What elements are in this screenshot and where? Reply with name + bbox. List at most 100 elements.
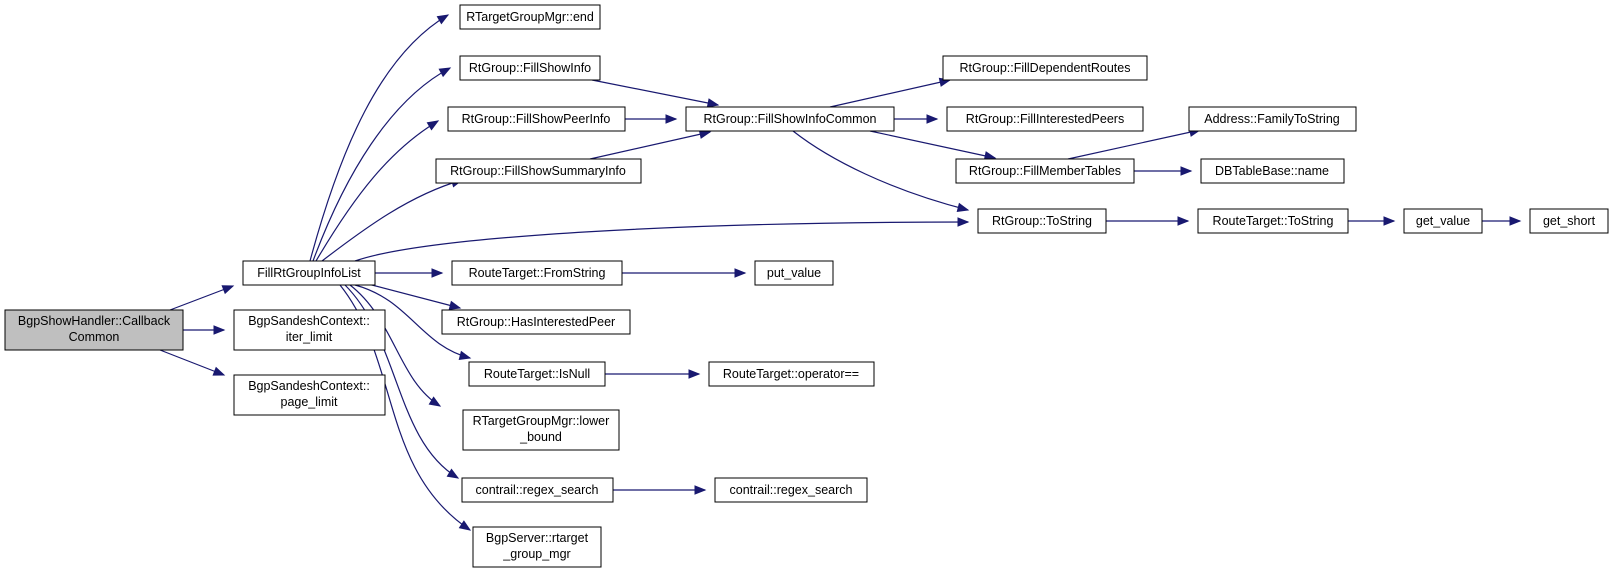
arrowhead-icon (1177, 216, 1190, 226)
node-rtgroup-fillinterestedpeers[interactable]: RtGroup::FillInterestedPeers (946, 106, 1144, 132)
arrowhead-icon (1509, 216, 1522, 226)
node-rtgroup-fillshowpeerinfo[interactable]: RtGroup::FillShowPeerInfo (447, 106, 626, 132)
node-label: RtGroup::ToString (992, 214, 1092, 228)
node-label: RTargetGroupMgr::end (466, 10, 594, 24)
node-label: RtGroup::HasInterestedPeer (457, 315, 615, 329)
node-rtargetgroupmgr-lower-bound[interactable]: RTargetGroupMgr::lower _bound (462, 409, 620, 451)
node-label: DBTableBase::name (1215, 164, 1329, 178)
arrowhead-icon (458, 520, 472, 531)
arrowhead-icon (957, 217, 970, 227)
edge-n11-n12 (1067, 129, 1201, 160)
node-label: BgpShowHandler::Callback (18, 314, 171, 328)
arrowhead-icon (694, 485, 707, 495)
arrowhead-icon (448, 300, 462, 310)
node-rtargetgroupmgr-end[interactable]: RTargetGroupMgr::end (459, 4, 601, 30)
node-bgpsandeshcontext-page-limit[interactable]: BgpSandeshContext:: page_limit (233, 374, 386, 416)
node-label: RtGroup::FillShowPeerInfo (462, 112, 611, 126)
edge-n7-n8 (589, 131, 711, 160)
node-label: contrail::regex_search (476, 483, 599, 497)
node-address-familytostring[interactable]: Address::FamilyToString (1188, 106, 1357, 132)
edge-n8-n14 (792, 130, 969, 211)
node-rtgroup-fillshowinfo[interactable]: RtGroup::FillShowInfo (459, 55, 601, 81)
node-label: RtGroup::FillMemberTables (969, 164, 1121, 178)
node-bgpserver-rtarget-group-mgr[interactable]: BgpServer::rtarget _group_mgr (472, 526, 602, 568)
node-rtgroup-fillshowinfocommon[interactable]: RtGroup::FillShowInfoCommon (685, 106, 895, 132)
edge-n0-n3 (159, 349, 225, 376)
node-rtgroup-fillshowsummaryinfo[interactable]: RtGroup::FillShowSummaryInfo (435, 158, 642, 184)
node-routetarget-operator-eq[interactable]: RouteTarget::operator== (708, 361, 875, 387)
arrowhead-icon (1180, 166, 1193, 176)
arrowhead-icon (426, 120, 440, 131)
arrowhead-icon (436, 14, 450, 25)
node-routetarget-isnull[interactable]: RouteTarget::IsNull (468, 361, 606, 387)
node-label: BgpServer::rtarget (486, 531, 589, 545)
arrowhead-icon (446, 468, 460, 479)
edge-n5-n8 (591, 79, 719, 106)
edge-n8-n11 (869, 130, 996, 159)
node-label: RTargetGroupMgr::lower (473, 414, 610, 428)
node-label: BgpSandeshContext:: (248, 379, 370, 393)
arrowhead-icon (706, 98, 720, 108)
edge-n0-n1 (169, 285, 234, 311)
node-label: contrail::regex_search (730, 483, 853, 497)
node-label: RtGroup::FillShowSummaryInfo (450, 164, 626, 178)
node-label: get_value (1416, 214, 1470, 228)
arrowhead-icon (431, 268, 444, 278)
node-rtgroup-filldependentroutes[interactable]: RtGroup::FillDependentRoutes (942, 55, 1148, 81)
arrowhead-icon (428, 396, 442, 407)
node-dbtablebase-name[interactable]: DBTableBase::name (1200, 158, 1345, 184)
node-put-value[interactable]: put_value (754, 260, 834, 286)
node-rtgroup-fillmembertables[interactable]: RtGroup::FillMemberTables (955, 158, 1135, 184)
node-bgpshowhandler-callbackcommon[interactable]: BgpShowHandler::Callback Common (4, 309, 184, 351)
arrowhead-icon (926, 114, 939, 124)
edge-n1-n7 (321, 179, 463, 262)
arrowhead-icon (734, 268, 747, 278)
edge-n1-n24 (344, 284, 459, 479)
node-rtgroup-tostring[interactable]: RtGroup::ToString (977, 208, 1107, 234)
node-label: RtGroup::FillShowInfo (469, 61, 591, 75)
node-contrail-regex-search-inner[interactable]: contrail::regex_search (714, 477, 868, 503)
node-fillrtgroupinfolist[interactable]: FillRtGroupInfoList (242, 260, 376, 286)
node-contrail-regex-search[interactable]: contrail::regex_search (461, 477, 614, 503)
arrowhead-icon (213, 325, 226, 335)
node-label: Common (69, 330, 120, 344)
node-bgpsandeshcontext-iter-limit[interactable]: BgpSandeshContext:: iter_limit (233, 309, 386, 351)
node-label: RouteTarget::ToString (1213, 214, 1334, 228)
edge-n1-n20 (367, 283, 461, 309)
arrowhead-icon (438, 67, 452, 78)
edge-n1-n4 (309, 14, 449, 262)
node-label: iter_limit (286, 330, 333, 344)
node-routetarget-tostring[interactable]: RouteTarget::ToString (1197, 208, 1349, 234)
node-get-value[interactable]: get_value (1403, 208, 1483, 234)
node-label: RouteTarget::operator== (723, 367, 859, 381)
node-label: FillRtGroupInfoList (257, 266, 361, 280)
edge-n8-n9 (829, 79, 951, 108)
edge-n1-n14 (354, 221, 969, 262)
node-label: BgpSandeshContext:: (248, 314, 370, 328)
edge-n1-n6 (315, 120, 439, 262)
arrowhead-icon (1383, 216, 1396, 226)
node-rtgroup-hasinterestedpeer[interactable]: RtGroup::HasInterestedPeer (441, 309, 631, 335)
node-label: RtGroup::FillInterestedPeers (966, 112, 1124, 126)
node-label: page_limit (281, 395, 339, 409)
node-routetarget-fromstring[interactable]: RouteTarget::FromString (451, 260, 623, 286)
node-label: RtGroup::FillDependentRoutes (960, 61, 1131, 75)
edge-n1-n5 (312, 67, 451, 262)
node-label: _group_mgr (502, 547, 570, 561)
node-label: put_value (767, 266, 821, 280)
node-label: _bound (519, 430, 562, 444)
edge-n1-n21 (354, 284, 471, 359)
node-label: RouteTarget::IsNull (484, 367, 590, 381)
node-label: RouteTarget::FromString (469, 266, 606, 280)
edge-n1-n23 (349, 284, 441, 407)
arrowhead-icon (212, 366, 226, 376)
arrowhead-icon (956, 202, 970, 212)
arrowhead-icon (688, 369, 701, 379)
arrowhead-icon (221, 285, 235, 295)
node-label: get_short (1543, 214, 1596, 228)
node-get-short[interactable]: get_short (1529, 208, 1609, 234)
node-label: Address::FamilyToString (1204, 112, 1340, 126)
arrowhead-icon (458, 350, 472, 360)
arrowhead-icon (665, 114, 678, 124)
